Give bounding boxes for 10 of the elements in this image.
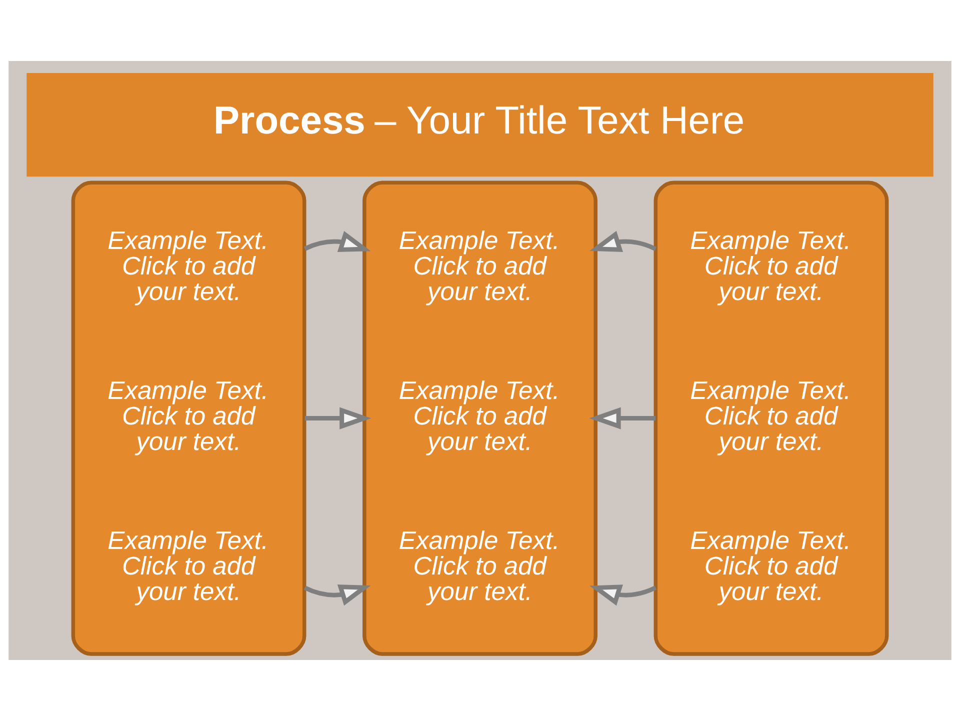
arrow [304, 406, 372, 429]
diagram-title: Process – Your Title Text Here [214, 99, 745, 142]
arrow [589, 406, 656, 429]
arrow [590, 584, 657, 606]
node-box: Example Text. Click to add your text. Example Text. Click to add your text. Example Text. Click to add your text. [654, 180, 889, 656]
node-box: Example Text. Click to add your text. Example Text. Click to add your text. Example Text. Click to add your text. [362, 180, 598, 656]
arrow [304, 230, 371, 252]
arrow [304, 584, 371, 606]
node-box: Example Text. Click to add your text. Example Text. Click to add your text. Example Text. Click to add your text. [71, 180, 306, 656]
arrow [590, 230, 657, 252]
